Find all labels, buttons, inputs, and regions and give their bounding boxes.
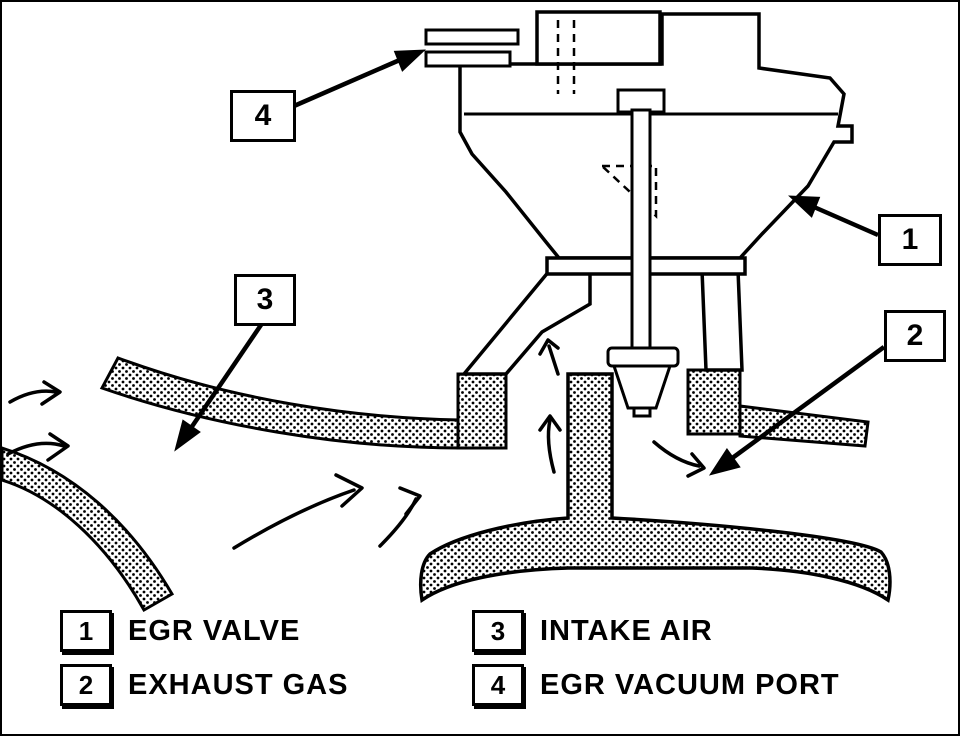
legend-item-egr-vacuum-port: 4 EGR VACUUM PORT <box>472 664 840 706</box>
leader-arrow-1 <box>813 204 879 238</box>
leader-arrowhead-3 <box>174 419 201 452</box>
callout-number-3: 3 <box>256 283 274 316</box>
legend-number: 1 <box>78 615 94 646</box>
intake-flow-arrowhead <box>40 380 62 406</box>
leader-arrow-2 <box>729 345 886 461</box>
exhaust-flow-arrowhead <box>686 452 706 478</box>
legend-number-box: 4 <box>472 664 524 706</box>
valve-housing <box>458 12 854 260</box>
valve-lower-wall-right <box>700 268 744 372</box>
callout-box-3: 3 <box>234 274 296 326</box>
legend-number: 3 <box>490 615 506 646</box>
legend-item-egr-valve: 1 EGR VALVE <box>60 610 472 652</box>
legend-label: EXHAUST GAS <box>128 668 349 701</box>
legend-number-box: 3 <box>472 610 524 652</box>
callout-number-1: 1 <box>901 223 919 256</box>
legend: 1 EGR VALVE 2 EXHAUST GAS 3 INTAKE AIR 4 <box>60 610 840 706</box>
valve-lower-wall-left <box>460 268 592 376</box>
egr-valve-body <box>424 10 854 418</box>
legend-number: 4 <box>490 669 506 700</box>
callout-box-2: 2 <box>884 310 946 362</box>
leader-arrowhead-1 <box>788 195 821 218</box>
valve-stem <box>630 108 652 358</box>
exhaust-passage <box>418 368 892 603</box>
channel-flow-arrowhead <box>538 338 560 356</box>
channel-flow-arrow <box>547 344 560 376</box>
leader-arrow-3 <box>189 320 265 430</box>
callout-number-4: 4 <box>254 99 272 132</box>
mounting-block-left <box>456 372 508 450</box>
pintle-collar <box>606 346 680 368</box>
legend-label: INTAKE AIR <box>540 614 713 647</box>
legend-item-intake-air: 3 INTAKE AIR <box>472 610 840 652</box>
valve-top-cap <box>535 10 662 66</box>
leader-arrowhead-4 <box>393 49 426 72</box>
legend-column-right: 3 INTAKE AIR 4 EGR VACUUM PORT <box>472 610 840 706</box>
leader-arrows <box>174 49 886 476</box>
channel-flow-arrow <box>546 418 556 474</box>
intake-flow-arrow <box>232 488 356 550</box>
callout-box-4: 4 <box>230 90 296 142</box>
intake-flow-arrow <box>6 441 66 456</box>
flow-arrows <box>6 338 706 550</box>
vacuum-tube-lower <box>424 50 512 68</box>
legend-label: EGR VALVE <box>128 614 301 647</box>
vacuum-tube-upper <box>424 28 520 46</box>
intake-flow-arrowhead <box>398 486 422 516</box>
intake-flow-arrow <box>8 389 58 404</box>
housing-dashed-detail <box>598 164 658 219</box>
exhaust-flow-arrow <box>652 440 701 468</box>
callout-number-2: 2 <box>906 319 924 352</box>
callout-box-1: 1 <box>878 214 942 266</box>
leader-arrowhead-2 <box>708 448 741 476</box>
intake-runner-lower-wall <box>2 446 175 613</box>
legend-label: EGR VACUUM PORT <box>540 668 840 701</box>
pintle-poppet <box>611 364 673 410</box>
mounting-block-right <box>686 368 742 436</box>
intake-flow-arrowhead <box>46 432 70 462</box>
legend-column-left: 1 EGR VALVE 2 EXHAUST GAS <box>60 610 472 706</box>
legend-number-box: 1 <box>60 610 112 652</box>
egr-diagram <box>2 10 892 613</box>
intake-runner <box>2 356 462 613</box>
leader-arrow-4 <box>293 56 403 109</box>
legend-number: 2 <box>78 669 94 700</box>
channel-flow-arrowhead <box>538 414 562 432</box>
legend-number-box: 2 <box>60 664 112 706</box>
valve-lower-body <box>460 268 744 376</box>
intake-flow-arrowhead <box>334 473 364 508</box>
exhaust-t-passage <box>418 372 892 603</box>
legend-item-exhaust-gas: 2 EXHAUST GAS <box>60 664 472 706</box>
pintle-tip <box>632 406 652 418</box>
intake-runner-upper-wall <box>99 356 462 450</box>
